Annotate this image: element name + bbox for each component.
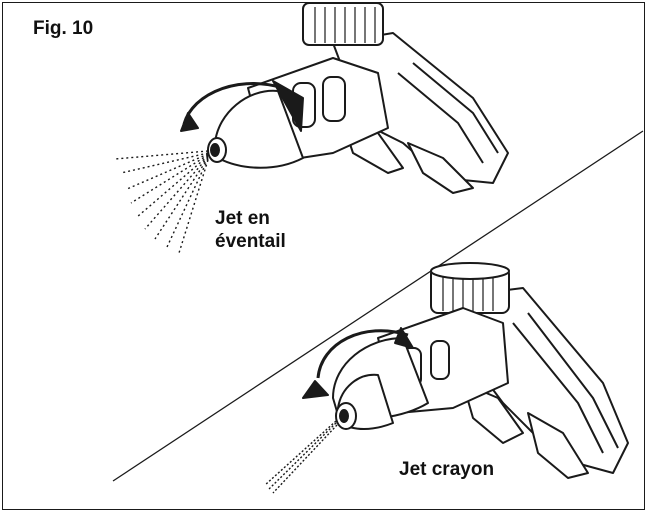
fan-jet-label: Jet en éventail	[215, 208, 286, 254]
fan-jet-label-line2: éventail	[215, 230, 286, 252]
fan-jet-label-line1: Jet en	[215, 208, 270, 229]
figure-label: Fig. 10	[33, 18, 94, 39]
separator-line	[112, 130, 644, 482]
fan-nozzle	[180, 3, 509, 194]
pencil-jet-label: Jet crayon	[399, 459, 495, 480]
nozzle-illustration	[112, 3, 644, 494]
pencil-spray	[264, 420, 338, 494]
figure-frame: Fig. 10 Jet en éventail Jet crayon	[2, 2, 645, 510]
fan-spray	[114, 150, 209, 254]
pencil-nozzle	[302, 262, 629, 479]
